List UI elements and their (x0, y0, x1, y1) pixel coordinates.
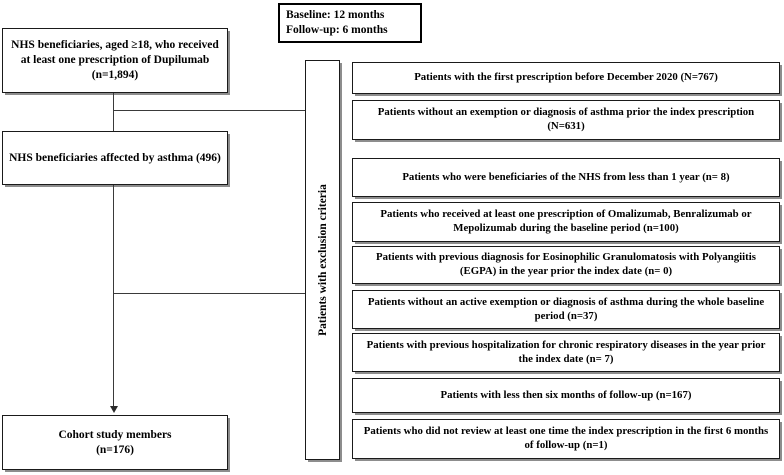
exclusion-box-4-text: Patients who received at least one presc… (380, 208, 752, 234)
exclusion-criteria-band: Patients with exclusion criteria (305, 60, 340, 460)
source-population-line-1: NHS beneficiaries, aged ≥18, who receive… (11, 39, 219, 52)
exclusion-box-8: Patients with less then six months of fo… (352, 378, 780, 413)
connector-asthma-to-cohort (113, 185, 115, 408)
source-population-line-2: at least one prescription of Dupilumab (20, 54, 210, 67)
exclusion-box-7: Patients with previous hospitalization f… (352, 333, 780, 372)
exclusion-box-9: Patients who did not review at least one… (352, 419, 780, 459)
connector-branch-lower-horizontal (113, 293, 307, 295)
cohort-members-text: Cohort study members (n=176) (9, 428, 221, 457)
source-population-text: NHS beneficiaries, aged ≥18, who receive… (9, 38, 221, 82)
exclusion-box-6: Patients without an active exemption or … (352, 290, 780, 329)
exclusion-box-6-text: Patients without an active exemption or … (367, 295, 765, 322)
asthma-population-text: NHS beneficiaries affected by asthma (49… (9, 151, 221, 164)
exclusion-box-1-text: Patients with the first prescription bef… (414, 71, 718, 84)
followup-line: Follow-up: 6 months (286, 24, 388, 36)
connector-branch-to-asthma (113, 110, 115, 131)
connector-branch-upper-horizontal (113, 110, 307, 112)
exclusion-box-2: Patients without an exemption or diagnos… (352, 100, 780, 140)
source-population-count: (n=1,894) (91, 68, 139, 81)
connector-source-to-branch (113, 93, 115, 111)
exclusion-box-3: Patients who were beneficiaries of the N… (352, 158, 780, 197)
exclusion-box-2-text: Patients without an exemption or diagnos… (377, 106, 755, 132)
baseline-line: Baseline: 12 months (286, 9, 385, 22)
cohort-members-box: Cohort study members (n=176) (2, 415, 228, 470)
exclusion-criteria-label: Patients with exclusion criteria (316, 184, 329, 336)
exclusion-box-8-text: Patients with less then six months of fo… (440, 388, 692, 401)
exclusion-box-5: Patients with previous diagnosis for Eos… (352, 246, 780, 284)
exclusion-box-5-text: Patients with previous diagnosis for Eos… (376, 251, 756, 277)
exclusion-box-1: Patients with the first prescription bef… (352, 62, 780, 94)
exclusion-box-9-text: Patients who did not review at least one… (363, 425, 769, 451)
asthma-population-box: NHS beneficiaries affected by asthma (49… (2, 131, 228, 185)
exclusion-box-7-text: Patients with previous hospitalization f… (366, 338, 766, 365)
source-population-box: NHS beneficiaries, aged ≥18, who receive… (2, 28, 228, 93)
cohort-members-count: (n=176) (96, 443, 134, 456)
exclusion-box-3-text: Patients who were beneficiaries of the N… (402, 170, 730, 183)
exclusion-box-4: Patients who received at least one presc… (352, 202, 780, 242)
arrowhead-to-cohort (110, 406, 118, 413)
cohort-members-line-1: Cohort study members (58, 428, 172, 441)
